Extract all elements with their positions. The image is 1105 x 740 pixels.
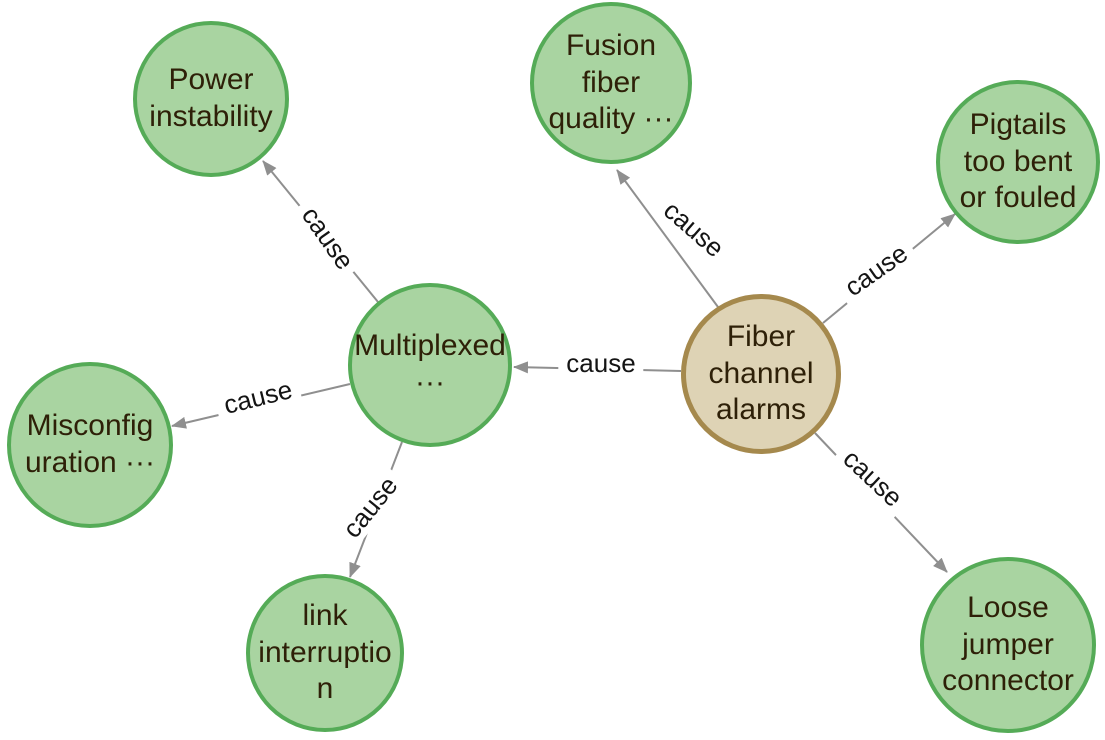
graph-node-fiber-channel-alarms[interactable]: Fiber channel alarms [681, 294, 841, 454]
node-label: Power instability [149, 63, 273, 133]
graph-node-power-instability[interactable]: Power instability [133, 21, 289, 177]
node-label: Fusion fiber quality ··· [548, 29, 674, 136]
graph-node-link-interruption[interactable]: link interruptio n [246, 574, 404, 732]
graph-node-multiplexed[interactable]: Multiplexed ··· [348, 283, 512, 447]
graph-node-pigtails-too-bent-or-fouled[interactable]: Pigtails too bent or fouled [936, 80, 1100, 244]
edge-label-cause[interactable]: cause [558, 348, 644, 378]
node-label: Loose jumper connector [942, 591, 1074, 698]
node-label: Multiplexed ··· [354, 329, 506, 399]
graph-node-misconfiguration[interactable]: Misconfig uration ··· [7, 362, 173, 528]
graph-node-fusion-fiber-quality[interactable]: Fusion fiber quality ··· [530, 2, 692, 164]
node-label: Pigtails too bent or fouled [959, 108, 1077, 215]
edge-fiber-channel-alarms-to-fusion-fiber-quality[interactable] [616, 169, 719, 308]
node-label: Fiber channel alarms [708, 320, 814, 427]
graph-node-loose-jumper-connector[interactable]: Loose jumper connector [920, 557, 1096, 733]
node-label: Misconfig uration ··· [24, 409, 156, 479]
node-label: link interruptio n [258, 599, 392, 706]
